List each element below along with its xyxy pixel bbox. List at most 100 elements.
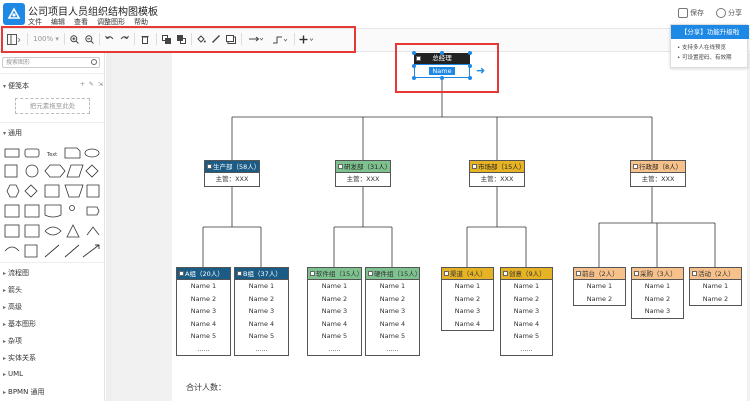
zoom-in-button[interactable] [68,32,80,46]
resize-handle[interactable] [440,51,444,55]
scratchpad-tools[interactable]: + ✎ ⇲ ✕ [80,81,113,88]
scratchpad-drop-zone[interactable]: 把元素拖至此处 [15,98,90,114]
text-shape[interactable]: Text [46,152,57,158]
share-button[interactable]: 分享 [716,8,742,18]
member-row[interactable]: ...... [328,344,341,353]
note-shape[interactable] [64,147,81,159]
member-row[interactable]: Name 2 [702,294,729,303]
collapse-toggle[interactable] [633,164,638,169]
internal-storage-shape[interactable] [24,204,40,218]
member-row[interactable]: Name 1 [379,282,406,290]
to-back-button[interactable] [175,32,187,46]
shadow-button[interactable] [225,32,237,46]
insert-button[interactable] [297,32,315,46]
menu-arrange[interactable]: 调整图形 [97,18,125,26]
connection-style-button[interactable] [246,32,266,46]
member-row[interactable]: Name 1 [644,282,671,290]
collapse-toggle[interactable] [634,271,639,276]
hexagon-shape[interactable] [44,164,66,178]
triangle-shape[interactable] [66,224,80,238]
connector-shape[interactable] [64,244,80,258]
member-row[interactable]: Name 2 [379,294,406,303]
resize-handle[interactable] [412,76,416,80]
parallelogram-shape[interactable] [66,164,84,178]
cylinder-shape[interactable] [44,184,60,198]
member-row[interactable]: Name 4 [513,319,540,328]
sidebar-section-misc[interactable]: 杂项 [3,336,22,346]
sidebar-section-general[interactable]: 通用 [3,128,22,138]
to-front-button[interactable] [160,32,172,46]
trapezoid-shape[interactable] [64,184,84,198]
redo-button[interactable] [118,32,130,46]
collapse-toggle[interactable] [576,271,581,276]
collapse-toggle[interactable] [207,164,212,169]
member-row[interactable]: Name 3 [321,307,348,315]
member-row[interactable]: Name 4 [248,319,275,328]
menu-help[interactable]: 帮助 [134,18,148,26]
resize-handle[interactable] [468,76,472,80]
save-button[interactable]: 保存 [678,8,704,18]
member-row[interactable]: Name 2 [190,294,217,303]
share-promo-banner[interactable]: 【分享】功能升级啦 [671,25,749,39]
document-title[interactable]: 公司项目人员组织结构图模板 [28,7,158,18]
fill-color-button[interactable] [195,32,207,46]
rounded-rectangle-shape[interactable] [24,148,40,158]
document-shape[interactable] [44,204,62,218]
rhombus-shape[interactable] [24,184,38,198]
collapse-toggle[interactable] [503,271,508,276]
member-row[interactable]: ...... [520,344,533,353]
member-row[interactable]: Name 3 [454,307,481,315]
sidebar-section-advanced[interactable]: 高级 [3,302,22,312]
member-row[interactable]: Name 5 [513,332,540,340]
waypoints-button[interactable] [270,32,290,46]
resize-handle[interactable] [440,76,444,80]
sidebar-section-basic[interactable]: 基本图形 [3,319,36,329]
member-row[interactable]: Name 1 [513,282,540,290]
line-color-button[interactable] [210,32,222,46]
sidebar-section-er[interactable]: 实体关系 [3,353,36,363]
line-shape[interactable] [44,244,60,258]
wave-shape[interactable] [44,226,62,236]
circle-shape[interactable] [25,164,39,178]
process-shape[interactable] [4,204,20,218]
member-row[interactable]: Name 2 [454,294,481,303]
member-row[interactable]: Name 1 [586,282,613,290]
resize-handle[interactable] [468,64,472,68]
shape-search-input[interactable]: 搜索图形 [2,57,100,68]
dept-marketing[interactable]: 市场部（15人） 主管：XXX [469,160,525,187]
member-row[interactable]: Name 5 [248,332,275,340]
resize-handle[interactable] [412,64,416,68]
dept-rnd[interactable]: 研发部（31人） 主管：XXX [335,160,391,187]
member-row[interactable]: Name 1 [702,282,729,290]
member-row[interactable]: Name 1 [454,282,481,290]
curve-shape[interactable] [4,246,20,252]
member-row[interactable]: Name 5 [379,332,406,340]
member-row[interactable]: Name 1 [190,282,217,290]
table-shape[interactable] [24,224,40,238]
member-row[interactable]: Name 2 [586,294,613,303]
sidebar-section-arrows[interactable]: 箭头 [3,285,22,295]
member-row[interactable]: Name 4 [379,319,406,328]
square-shape[interactable] [4,164,18,178]
dept-admin[interactable]: 行政部（8人） 主管：XXX [630,160,686,187]
member-row[interactable]: Name 2 [513,294,540,303]
hexagon-alt-shape[interactable] [6,184,20,198]
collapse-toggle[interactable] [179,271,184,276]
member-row[interactable]: Name 3 [513,307,540,315]
member-row[interactable]: Name 1 [321,282,348,290]
member-row[interactable]: Name 2 [644,294,671,303]
container-shape[interactable] [4,224,20,238]
collapse-toggle[interactable] [368,271,373,276]
step-shape[interactable] [86,206,100,216]
collapse-toggle[interactable] [444,271,449,276]
card-shape[interactable] [86,184,100,198]
sidebar-section-scratchpad[interactable]: 便笺本 [3,81,29,91]
total-headcount-label[interactable]: 合计人数： [186,383,226,392]
member-row[interactable]: Name 5 [190,332,217,340]
diamond-shape[interactable] [85,164,99,178]
